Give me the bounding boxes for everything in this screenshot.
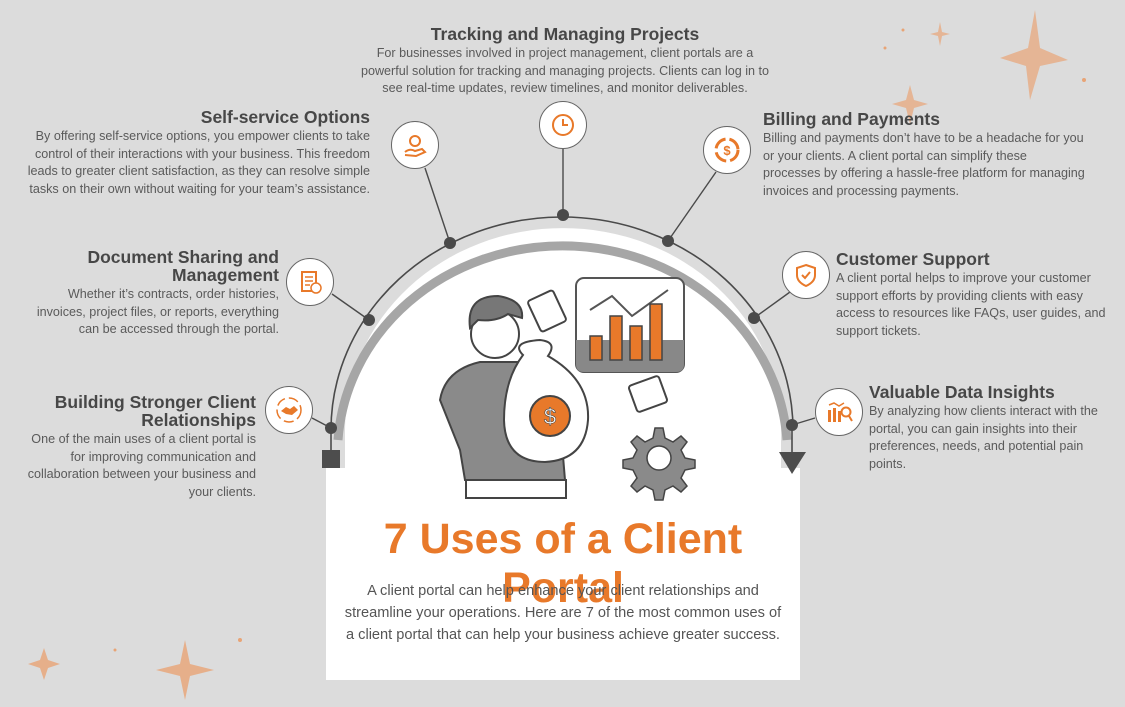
use-title: Tracking and Managing Projects	[430, 24, 700, 44]
use-tracking-projects: Tracking and Managing Projects For busin…	[360, 25, 770, 98]
clock-icon	[539, 101, 587, 149]
use-title: Billing and Payments	[763, 109, 940, 129]
document-icon	[286, 258, 334, 306]
use-text: A client portal helps to improve your cu…	[836, 271, 1106, 338]
use-title: Valuable Data Insights	[869, 382, 1055, 402]
timeline-end-arrow	[779, 452, 806, 474]
use-client-relationships: Building Stronger Client Relationships O…	[15, 393, 256, 501]
svg-text:$: $	[723, 143, 731, 158]
page-title: 7 Uses of a Client Portal	[383, 515, 743, 612]
use-document-sharing: Document Sharing and Management Whether …	[20, 248, 279, 339]
data-analysis-icon	[815, 388, 863, 436]
handshake-icon	[265, 386, 313, 434]
use-text: One of the main uses of a client portal …	[27, 432, 256, 499]
use-title: Customer Support	[836, 249, 990, 269]
use-customer-support: Customer Support A client portal helps t…	[836, 250, 1111, 340]
use-text: For businesses involved in project manag…	[360, 46, 770, 95]
use-title: Document Sharing and Management	[87, 247, 279, 285]
use-billing: Billing and Payments Billing and payment…	[763, 110, 1085, 200]
use-self-service: Self-service Options By offering self-se…	[20, 108, 370, 198]
shield-check-icon	[782, 251, 830, 299]
use-title: Self-service Options	[200, 107, 370, 127]
svg-text:$: $	[544, 404, 556, 429]
timeline-start-square	[322, 450, 340, 468]
arch-band	[333, 241, 792, 441]
hero-illustration: $	[438, 277, 696, 501]
intro-text: A client portal can help enhance your cl…	[344, 583, 782, 643]
use-text: Whether it’s contracts, order histories,…	[36, 287, 279, 336]
use-text: Billing and payments don’t have to be a …	[763, 131, 1085, 198]
use-data-insights: Valuable Data Insights By analyzing how …	[869, 383, 1115, 473]
use-text: By offering self-service options, you em…	[27, 129, 370, 196]
use-text: By analyzing how clients interact with t…	[869, 404, 1098, 471]
sparkle-decorations	[28, 10, 1086, 700]
gear-hand-icon	[391, 121, 439, 169]
dollar-cycle-icon: $	[703, 126, 751, 174]
use-title: Building Stronger Client Relationships	[54, 392, 256, 430]
timeline-dots	[325, 209, 798, 434]
